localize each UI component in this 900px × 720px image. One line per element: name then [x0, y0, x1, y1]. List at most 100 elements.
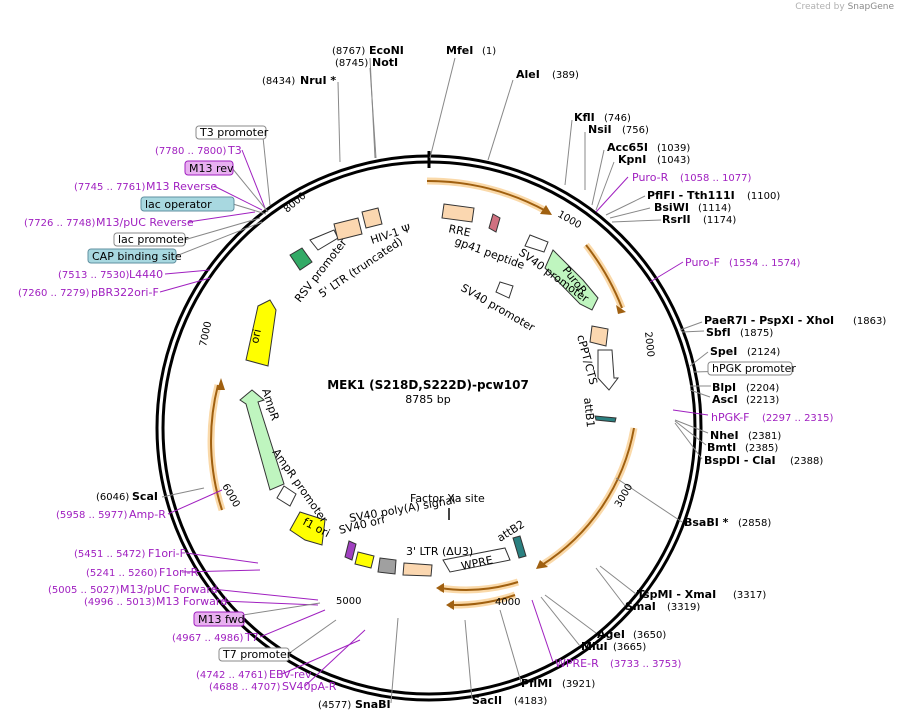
- enzyme-mfei-pos: (1): [482, 46, 496, 57]
- enzyme-bsiwi: BsiWI: [654, 201, 689, 214]
- primer-m13-forward: M13 Forward: [156, 595, 227, 608]
- enzyme-pflmi-pos: (3921): [562, 679, 595, 690]
- enzyme-nhei-pos: (2381): [748, 431, 781, 442]
- m13-fwd-label: M13 fwd: [198, 613, 245, 626]
- enzyme-snabi: SnaBI: [355, 698, 391, 711]
- primer-sv40pa-r-pos: (4688 .. 4707): [209, 682, 281, 693]
- primer-hpgk-f: hPGK-F: [711, 411, 749, 424]
- label-rre: RRE: [447, 222, 472, 239]
- enzyme-blpi-pos: (2204): [746, 383, 779, 394]
- sv40-ori-box: [354, 551, 375, 569]
- enzyme-kfli-pos: (746): [604, 113, 631, 124]
- enzyme-noti-pos: (8745): [335, 58, 368, 69]
- primer-f1ori-r: F1ori-R: [159, 566, 199, 579]
- primer-m13-reverse-pos: (7745 .. 7761): [74, 182, 146, 193]
- enzyme-nrui: NruI *: [300, 74, 336, 87]
- primer-t3-pos: (7780 .. 7800): [155, 146, 227, 157]
- primer-t7-pos: (4967 .. 4986): [172, 633, 244, 644]
- enzyme-kpni-pos: (1043): [657, 155, 690, 166]
- t7-promoter-label: T7 promoter: [222, 648, 292, 661]
- hpgk-promoter-box: [707, 361, 793, 376]
- enzyme-rsrii-pos: (1174): [703, 215, 736, 226]
- primer-m13-puc-reverse-pos: (7726 .. 7748): [24, 218, 96, 229]
- primer-puro-r: Puro-R: [632, 171, 669, 184]
- hpgk-promoter-label: hPGK promoter: [712, 362, 796, 375]
- enzyme-bmti-pos: (2385): [745, 443, 778, 454]
- tick-2000: 2000: [642, 331, 656, 357]
- primer-puro-f-pos: (1554 .. 1574): [729, 258, 801, 269]
- orf-arc-6: [210, 384, 223, 511]
- enzyme-bsabi-pos: (2858): [738, 518, 771, 529]
- tick-5000: 5000: [336, 596, 361, 607]
- enzyme-bsabi: BsaBI *: [684, 516, 729, 529]
- lac-operator-box: [140, 196, 235, 212]
- ampr-arrow: [239, 389, 285, 491]
- sv40-promoter-arrow-a: [524, 234, 549, 253]
- enzyme-asci-pos: (2213): [746, 395, 779, 406]
- enzyme-asci: AscI: [712, 393, 738, 406]
- tick-4000: 4000: [495, 597, 520, 608]
- enzyme-xhoi: PaeR7I - PspXI - XhoI: [704, 314, 834, 327]
- primer-m13-reverse: M13 Reverse: [146, 180, 217, 193]
- cap-binding-site-label: CAP binding site: [92, 250, 182, 263]
- primer-wpre-r: WPRE-R: [555, 657, 599, 670]
- primer-l4440-pos: (7513 .. 7530): [58, 270, 130, 281]
- primer-puro-f: Puro-F: [685, 256, 720, 269]
- ampr-promoter-arrow: [276, 485, 297, 507]
- enzyme-clai-pos: (2388): [790, 456, 823, 467]
- label-attb1: attB1: [581, 397, 597, 428]
- enzyme-snabi-pos: (4577): [318, 700, 351, 711]
- label-ltr3: 3' LTR (ΔU3): [406, 545, 473, 558]
- enzyme-clai: BspDI - ClaI: [704, 454, 776, 467]
- enzyme-econi: EcoNI: [369, 44, 404, 57]
- primer-puro-r-pos: (1058 .. 1077): [680, 173, 752, 184]
- sv40-promoter-arrow-b: [495, 281, 514, 299]
- enzyme-nrui-pos: (8434): [262, 76, 295, 87]
- hpgk-promoter-arrow: [597, 349, 619, 391]
- m13-rev-label: M13 rev: [189, 162, 234, 175]
- primer-ebv-rev-pos: (4742 .. 4761): [196, 670, 268, 681]
- enzyme-nsii: NsiI: [588, 123, 612, 136]
- enzyme-acc65i: Acc65I: [607, 141, 648, 154]
- rsv-promoter-marker: [289, 247, 313, 271]
- enzyme-blpi: BlpI: [712, 381, 736, 394]
- primer-m13-puc-forward: M13/pUC Forward: [120, 583, 218, 596]
- primer-m13-puc-reverse: M13/pUC Reverse: [96, 216, 194, 229]
- lac-operator-label: lac operator: [145, 198, 212, 211]
- puror-arrow: [544, 249, 599, 311]
- primer-hpgk-f-pos: (2297 .. 2315): [762, 413, 834, 424]
- tick-8000: 8000: [282, 191, 309, 216]
- enzyme-pflmi: PflMI: [521, 677, 552, 690]
- enzyme-alei: AleI: [516, 68, 540, 81]
- label-factor-xa: Factor Xa site: [410, 492, 485, 505]
- enzyme-bmti: BmtI: [707, 441, 736, 454]
- enzyme-mfei: MfeI: [446, 44, 473, 57]
- m13-rev-box: [184, 160, 234, 176]
- primer-m13-puc-forward-pos: (5005 .. 5027): [48, 585, 120, 596]
- primer-f1ori-r-pos: (5241 .. 5260): [86, 568, 158, 579]
- gp41-peptide-box: [488, 213, 501, 233]
- primer-amp-r-pos: (5958 .. 5977): [56, 510, 128, 521]
- enzyme-noti: NotI: [372, 56, 398, 69]
- primer-ebv-rev: EBV-rev: [269, 668, 312, 681]
- primer-pbr322ori-f-pos: (7260 .. 7279): [18, 288, 90, 299]
- enzyme-spei: SpeI: [710, 345, 737, 358]
- enzyme-mlui: MluI: [581, 640, 608, 653]
- enzyme-spei-pos: (2124): [747, 347, 780, 358]
- orf-arc-2: [585, 244, 623, 309]
- plasmid-name: MEK1 (S218D,S222D)-pcw107: [327, 378, 529, 392]
- enzyme-pflfi-pos: (1100): [747, 191, 780, 202]
- ori-arrow: [245, 299, 277, 367]
- enzyme-scai-pos: (6046): [96, 492, 129, 503]
- enzyme-xmai: TspMI - XmaI: [637, 588, 716, 601]
- enzyme-nsii-pos: (756): [622, 125, 649, 136]
- sv40-polya-box: [377, 557, 397, 575]
- primer-f1ori-f-pos: (5451 .. 5472): [74, 549, 146, 560]
- t3-promoter-box: [195, 125, 267, 140]
- attb2-marker: [512, 535, 527, 559]
- cppt-cts-box: [589, 325, 609, 347]
- snapgene-logo: SnapGene: [847, 2, 894, 12]
- m13-fwd-box: [193, 611, 245, 627]
- enzyme-agei: AgeI: [597, 628, 625, 641]
